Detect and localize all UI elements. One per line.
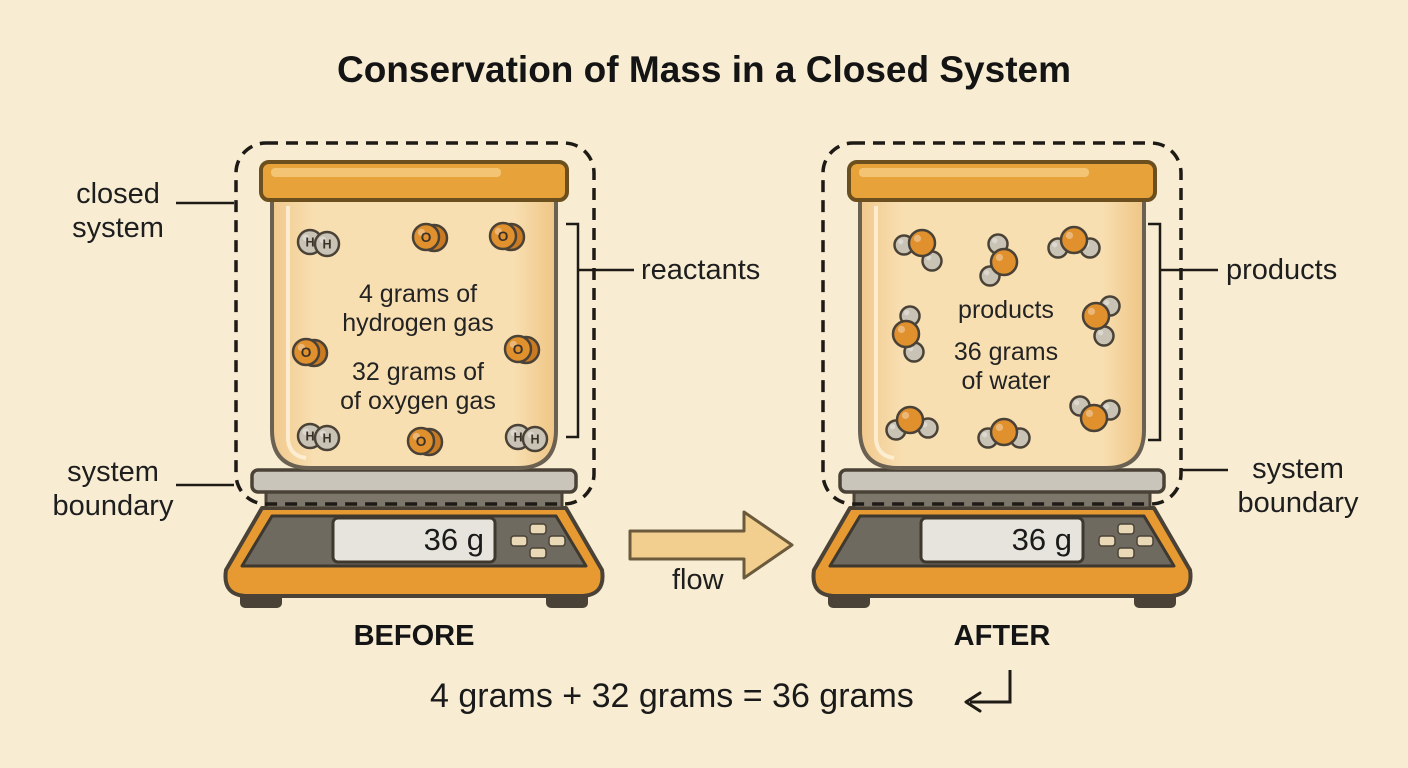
before-scale-reading: 36 g <box>423 522 484 557</box>
before-system-boundary-label-line-1: system <box>67 456 159 488</box>
after-system-boundary-label: system boundary <box>1230 452 1366 520</box>
oxygen-atom-symbol: O <box>301 345 312 360</box>
hydrogen-atom-symbol: H <box>322 238 331 252</box>
before-lid <box>259 160 569 202</box>
hydrogen-atom: H <box>313 230 341 258</box>
closed-system-label-line-1: closed <box>76 178 160 210</box>
before-jar-highlight <box>286 206 307 460</box>
water-molecule <box>885 405 939 441</box>
before-system-boundary-label-line-2: boundary <box>52 490 174 522</box>
products-label: products <box>1226 254 1338 286</box>
after-scale-buttons <box>1098 523 1154 559</box>
before-contents-line-2: hydrogen gas <box>342 309 494 337</box>
oxygen-atom <box>989 247 1019 277</box>
before-assembly <box>176 141 634 608</box>
before-system-boundary-label: system boundary <box>46 455 180 523</box>
oxygen-atom <box>895 405 925 435</box>
before-system-boundary <box>234 141 596 506</box>
oxygen-atom: O <box>488 221 518 251</box>
mass-equation: 4 grams + 32 grams = 36 grams <box>430 677 914 715</box>
hydrogen-atom-symbol: H <box>305 236 314 250</box>
before-contents-line-3: 32 grams of <box>351 358 484 386</box>
before-contents-oxygen: 32 grams of of oxygen gas <box>318 358 518 416</box>
oxygen-atom <box>1081 301 1111 331</box>
after-contents-water: 36 grams of water <box>918 338 1094 396</box>
oxygen-molecule: O <box>488 221 526 252</box>
oxygen-atom-symbol: O <box>498 229 509 244</box>
after-stage-label: AFTER <box>953 620 1051 652</box>
hydrogen-atom-symbol: H <box>305 430 314 444</box>
oxygen-atom-symbol: O <box>421 230 432 245</box>
after-lid <box>847 160 1157 202</box>
hydrogen-atom-symbol: H <box>530 433 539 447</box>
before-stage-label: BEFORE <box>353 620 475 652</box>
oxygen-atom <box>1079 403 1109 433</box>
oxygen-atom: O <box>291 337 321 367</box>
oxygen-atom-symbol: O <box>416 434 427 449</box>
oxygen-atom: O <box>411 222 441 252</box>
equation-return-arrow <box>970 670 1012 704</box>
oxygen-atom: O <box>406 426 436 456</box>
water-molecule <box>1081 295 1121 347</box>
after-products-bracket <box>1148 222 1162 442</box>
before-contents-line-1: 4 grams of <box>358 280 478 308</box>
page-title: Conservation of Mass in a Closed System <box>336 49 1072 90</box>
before-scale-buttons <box>510 523 566 559</box>
oxygen-atom-symbol: O <box>513 342 524 357</box>
before-reactants-bracket <box>566 222 580 439</box>
before-scale-display <box>331 516 497 564</box>
water-molecule <box>977 417 1031 449</box>
after-system-boundary-label-line-1: system <box>1252 453 1344 485</box>
before-contents-hydrogen: 4 grams of hydrogen gas <box>318 280 518 338</box>
closed-system-label-line-2: system <box>72 212 164 244</box>
after-system-boundary <box>821 141 1183 506</box>
water-molecule <box>891 305 925 363</box>
after-contents-line-2: 36 grams <box>953 338 1059 366</box>
water-molecule <box>979 233 1019 287</box>
hydrogen-atom: H <box>521 425 549 453</box>
oxygen-molecule: O <box>406 426 444 457</box>
after-contents-line-3: of water <box>961 367 1051 395</box>
water-molecule <box>893 228 943 272</box>
oxygen-atom: O <box>503 334 533 364</box>
oxygen-molecule: O <box>503 334 541 365</box>
before-scale-platform <box>250 468 578 494</box>
hydrogen-atom <box>893 234 915 256</box>
hydrogen-atom-symbol: H <box>322 432 331 446</box>
reactants-label: reactants <box>641 254 761 286</box>
hydrogen-atom-symbol: H <box>513 431 522 445</box>
after-jar-highlight <box>874 206 895 460</box>
oxygen-atom <box>1059 225 1089 255</box>
oxygen-atom <box>891 319 921 349</box>
hydrogen-atom: H <box>313 424 341 452</box>
oxygen-atom <box>989 417 1019 447</box>
water-molecule <box>1047 225 1101 259</box>
closed-system-label: closed system <box>62 177 174 245</box>
after-scale-platform <box>838 468 1166 494</box>
after-contents-products: products <box>958 296 1054 324</box>
flow-arrow <box>628 510 794 580</box>
before-jar <box>270 194 558 470</box>
equation-return-arrowhead <box>964 691 982 713</box>
after-system-boundary-label-line-2: boundary <box>1237 487 1359 519</box>
before-contents-line-4: of oxygen gas <box>340 387 496 415</box>
flow-arrow-label: flow <box>672 564 724 596</box>
oxygen-molecule: O <box>411 222 449 253</box>
water-molecule <box>1069 395 1121 433</box>
after-scale-reading: 36 g <box>1011 522 1072 557</box>
before-lid-highlight <box>271 168 501 177</box>
oxygen-atom <box>907 228 937 258</box>
after-scale-display <box>919 516 1085 564</box>
after-molecules <box>885 225 1121 449</box>
after-lid-highlight <box>859 168 1089 177</box>
oxygen-molecule: O <box>291 337 329 368</box>
